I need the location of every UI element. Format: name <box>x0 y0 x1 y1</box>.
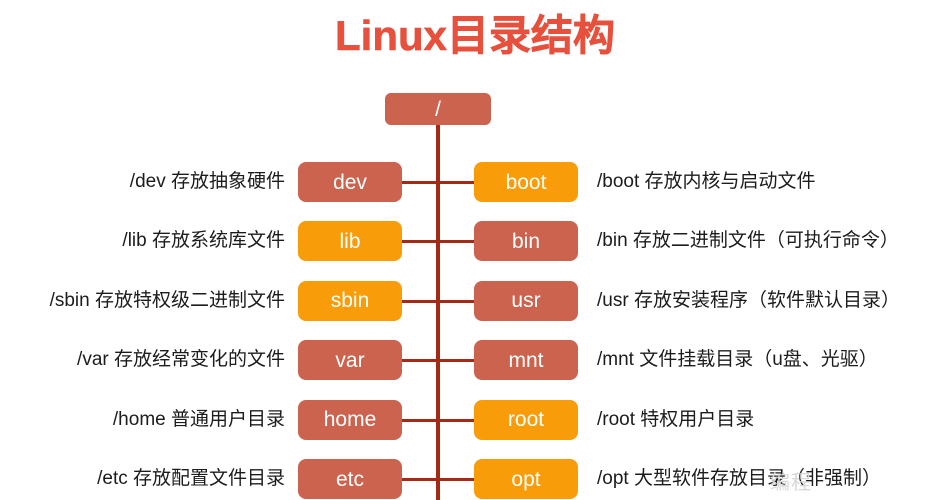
connector-line <box>402 359 476 363</box>
node-root[interactable]: root <box>474 399 578 440</box>
node-home[interactable]: home <box>298 399 402 440</box>
node-label: var <box>335 348 365 372</box>
node-description: /dev 存放抽象硬件 <box>129 171 285 192</box>
node-boot[interactable]: boot <box>474 162 578 202</box>
node-description: /opt 大型软件存放目录（非强制） <box>597 468 881 489</box>
node-description: /var 存放经常变化的文件 <box>77 349 285 371</box>
node-bin[interactable]: bin <box>474 221 578 262</box>
node-description: /boot 存放内核与启动文件 <box>597 171 816 192</box>
node-root[interactable]: / <box>385 93 491 125</box>
connector-line <box>402 418 476 422</box>
page-title: Linux目录结构 <box>335 12 616 60</box>
node-lib[interactable]: lib <box>298 221 402 262</box>
connector-line <box>402 478 476 481</box>
node-sbin[interactable]: sbin <box>298 280 402 321</box>
node-label: dev <box>333 170 367 194</box>
node-label: usr <box>511 289 541 313</box>
node-label: boot <box>505 170 547 194</box>
node-usr[interactable]: usr <box>474 280 578 321</box>
node-description: /lib 存放系统库文件 <box>122 230 285 252</box>
node-description: /root 特权用户目录 <box>597 408 755 430</box>
node-label: opt <box>511 467 541 491</box>
tree-row: var/var 存放经常变化的文件 mnt/mnt 文件挂载目录（u盘、光驱） <box>0 340 950 381</box>
tree-row: etc/etc 存放配置文件目录 opt/opt 大型软件存放目录（非强制） <box>0 459 950 499</box>
node-description: /mnt 文件挂载目录（u盘、光驱） <box>597 349 878 371</box>
node-label: bin <box>511 229 541 253</box>
node-label: home <box>323 408 377 432</box>
cursor-dot-icon <box>504 391 515 402</box>
node-description: /sbin 存放特权级二进制文件 <box>49 289 285 311</box>
node-description: /etc 存放配置文件目录 <box>97 468 285 489</box>
node-description: /home 普通用户目录 <box>112 408 285 430</box>
node-root-label: / <box>435 97 441 121</box>
tree-trunk-line <box>436 120 440 500</box>
tree-row: dev/dev 存放抽象硬件 boot/boot 存放内核与启动文件 <box>0 162 950 202</box>
connector-line <box>402 181 476 184</box>
tree-row: sbin/sbin 存放特权级二进制文件 usr/usr 存放安装程序（软件默认目… <box>0 280 950 321</box>
tree-row: home/home 普通用户目录 root/root 特权用户目录 <box>0 399 950 440</box>
node-label: lib <box>339 229 361 253</box>
node-label: sbin <box>330 289 370 313</box>
node-label: mnt <box>508 348 544 372</box>
connector-line <box>402 299 476 303</box>
connector-line <box>402 240 476 244</box>
node-label: etc <box>335 467 364 491</box>
node-description: /usr 存放安装程序（软件默认目录） <box>597 289 900 311</box>
node-opt[interactable]: opt <box>474 459 578 499</box>
tree-row: lib/lib 存放系统库文件 bin/bin 存放二进制文件（可执行命令） <box>0 221 950 262</box>
node-dev[interactable]: dev <box>298 162 402 202</box>
watermark-text: 编程 <box>770 472 812 494</box>
node-etc[interactable]: etc <box>298 459 402 499</box>
node-description: /bin 存放二进制文件（可执行命令） <box>597 230 899 252</box>
node-label: root <box>507 408 545 432</box>
node-mnt[interactable]: mnt <box>474 340 578 381</box>
node-var[interactable]: var <box>298 340 402 381</box>
